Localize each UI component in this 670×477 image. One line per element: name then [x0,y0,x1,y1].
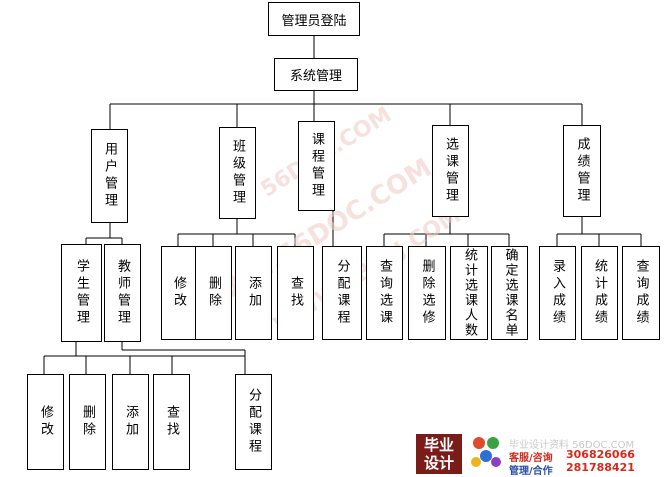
node-label: 查询成绩 [633,259,649,327]
node-label: 教师管理 [115,259,130,327]
node-teacher-management: 教师管理 [104,244,141,342]
node-label: 统计成绩 [592,259,607,327]
node-grade-enter: 录入成绩 [539,246,576,340]
node-label: 查找 [288,276,303,310]
node-label: 查询选课 [377,259,392,327]
node-label: 管理员登陆 [281,13,347,29]
node-label: 选课管理 [443,137,458,205]
node-label: 修改 [171,276,186,310]
node-student-add: 添加 [112,374,149,470]
service-label: 客服/咨询 [509,453,553,464]
node-system: 系统管理 [274,58,358,91]
node-class-modify: 修改 [161,246,196,340]
node-label: 删除 [206,276,221,310]
node-student-management: 学生管理 [61,244,102,342]
node-class-search: 查找 [277,246,314,340]
node-student-delete: 删除 [69,374,106,470]
node-label: 课程管理 [309,132,324,200]
node-selection-management: 选课管理 [432,125,469,217]
node-select-confirm: 确定选课名单 [491,246,528,340]
node-grade-stats: 统计成绩 [581,246,618,340]
node-class-add: 添加 [235,246,272,340]
node-label: 确定选课名单 [502,248,518,338]
node-select-count: 统计选课人数 [450,246,488,340]
node-student-search: 查找 [153,374,190,470]
node-select-query: 查询选课 [366,246,403,340]
node-select-delete: 删除选修 [408,246,446,340]
manage-qq: 281788421 [566,461,635,474]
node-grade-query: 查询成绩 [622,246,660,340]
node-label: 分配课程 [334,259,350,327]
node-label: 统计选课人数 [462,248,477,338]
node-grade-management: 成绩管理 [563,125,601,217]
people-icon [471,437,501,467]
node-label: 查找 [164,405,179,439]
manage-label: 管理/合作 [509,466,553,477]
node-user-management: 用户管理 [91,129,128,223]
node-label: 添加 [246,276,261,310]
node-label: 班级管理 [230,139,245,207]
node-label: 成绩管理 [574,137,590,205]
node-label: 添加 [123,405,138,439]
node-label: 用户管理 [102,142,117,210]
site-logo: 毕业设计 [416,434,462,474]
node-label: 删除 [80,405,95,439]
node-label: 修改 [38,405,53,439]
node-label: 系统管理 [289,69,342,84]
node-class-management: 班级管理 [219,127,256,219]
site-text: 毕业设计资料 56DOC.COM [509,440,635,451]
node-label: 删除选修 [419,259,435,327]
node-root: 管理员登陆 [268,2,360,36]
node-label: 学生管理 [74,259,89,327]
node-class-delete: 删除 [195,246,232,340]
node-label: 分配课程 [246,388,261,456]
node-label: 录入成绩 [550,259,565,327]
node-teacher-assign: 分配课程 [235,374,272,470]
logo-text: 毕业设计 [423,436,454,472]
node-course-assign: 分配课程 [322,246,362,340]
service-qq: 306826066 [566,448,635,461]
node-course-management: 课程管理 [298,121,335,211]
node-student-modify: 修改 [27,374,64,470]
